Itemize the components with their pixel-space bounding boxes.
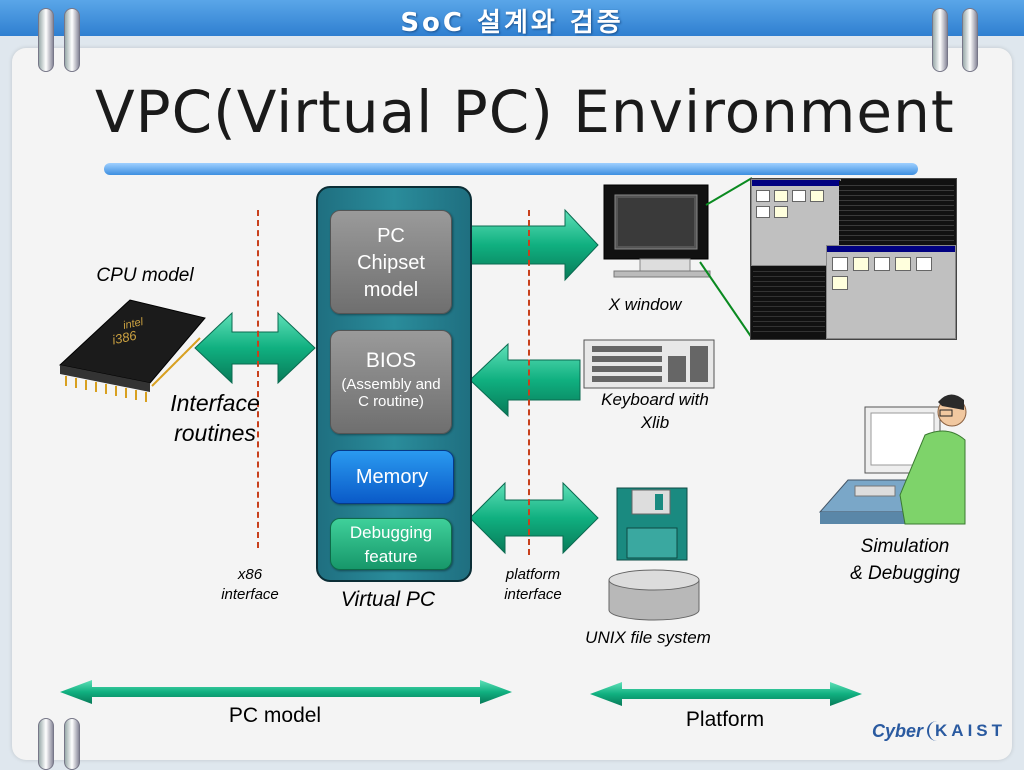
x86-interface-label-2: interface: [221, 586, 279, 603]
header-bar: [0, 0, 1024, 36]
logo-kaist-text: KAIST: [927, 721, 1006, 741]
bios-block: BIOS (Assembly and C routine): [330, 330, 452, 434]
cpu-chip-icon: [58, 299, 206, 402]
platform-interface-boundary: [528, 210, 530, 555]
block-line: Chipset: [357, 252, 425, 274]
binder-ring-icon: [38, 8, 54, 72]
simulation-label-2: & Debugging: [850, 563, 960, 584]
file-manager-window-2: [826, 245, 956, 339]
x86-bidirectional-arrow: [194, 311, 316, 385]
slide-title: VPC(Virtual PC) Environment: [95, 78, 955, 146]
keyboard-label-2: Xlib: [640, 413, 670, 432]
block-line: model: [363, 279, 419, 301]
logo-cyber-text: Cyber: [872, 720, 924, 741]
virtual-pc-label: Virtual PC: [340, 588, 436, 611]
disk-drive-icon: [608, 569, 700, 621]
interface-routines-label-2: routines: [174, 420, 256, 446]
x-window-label: X window: [608, 295, 682, 314]
debugging-feature-block: Debugging feature: [330, 518, 452, 570]
keyboard-label-1: Keyboard with: [601, 390, 709, 409]
xwindow-output-arrow: [469, 208, 599, 282]
cpu-model-label: CPU model: [96, 265, 194, 286]
header-banner-text: SoC 설계와 검증: [400, 8, 624, 38]
xwindow-screenshot: [750, 178, 957, 340]
platform-range-arrow: [590, 682, 862, 706]
block-line: PC: [377, 225, 405, 247]
disk-bidirectional-arrow: [469, 481, 599, 555]
monitor-icon: [603, 184, 711, 278]
simulation-label-1: Simulation: [860, 536, 950, 557]
block-line: C routine): [358, 393, 424, 410]
platform-label: Platform: [685, 708, 765, 731]
terminal-window: [839, 181, 954, 245]
terminal-window-2: [753, 267, 825, 335]
block-line: BIOS: [365, 349, 417, 372]
binder-ring-icon: [64, 8, 80, 72]
block-line: (Assembly and: [341, 376, 441, 393]
floppy-disk-icon: [616, 487, 688, 561]
title-divider: [104, 163, 918, 175]
memory-block: Memory: [330, 450, 454, 504]
cyber-kaist-logo: Cyber KAIST: [872, 716, 1006, 746]
unix-file-system-label: UNIX file system: [585, 628, 711, 647]
developer-at-computer-icon: [818, 394, 967, 525]
binder-ring-icon: [932, 8, 948, 72]
pc-model-label: PC model: [228, 704, 322, 727]
platform-interface-label-2: interface: [504, 586, 562, 603]
block-line: Debugging: [349, 523, 433, 542]
keyboard-input-arrow: [469, 342, 581, 418]
platform-interface-label-1: platform: [505, 566, 561, 583]
interface-routines-label-1: Interface: [170, 390, 260, 416]
x86-interface-boundary: [257, 210, 259, 548]
pc-model-range-arrow: [60, 680, 512, 704]
binder-ring-icon: [962, 8, 978, 72]
block-line: feature: [364, 547, 418, 566]
keyboard-icon: [583, 339, 715, 389]
pc-chipset-model-block: PC Chipset model: [330, 210, 452, 314]
x86-interface-label-1: x86: [237, 566, 263, 583]
